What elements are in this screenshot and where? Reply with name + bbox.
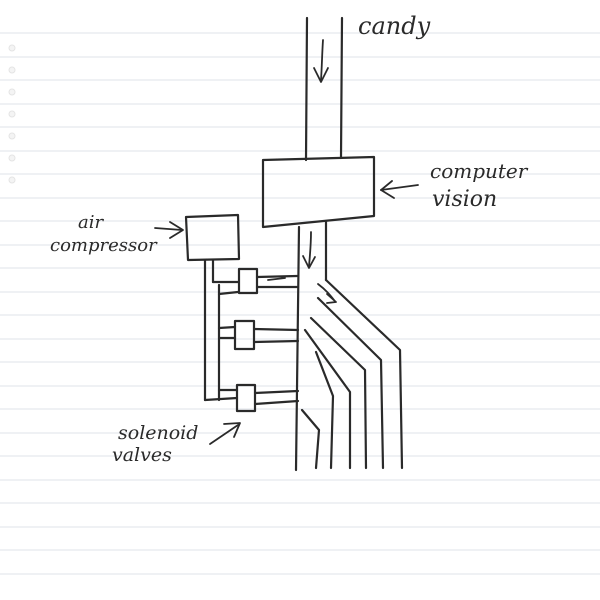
main-tube [294, 220, 328, 472]
solenoid-valve-1 [237, 267, 259, 295]
computer-vision-arrow [380, 180, 419, 199]
label-air-compressor-line1: air [78, 212, 104, 233]
solenoid-valve-2 [233, 319, 256, 351]
air-compressor-box [184, 213, 241, 262]
solenoid-valves-arrow [209, 422, 241, 445]
air-compressor-arrow [154, 221, 184, 239]
ruled-lines [0, 32, 600, 575]
sorting-chutes [300, 278, 404, 470]
computer-vision-box [261, 155, 376, 229]
air-nozzles [252, 274, 300, 406]
candy-input-chute [304, 16, 344, 162]
label-solenoid-valves-line1: solenoid [118, 422, 198, 444]
air-supply-lines [203, 258, 240, 402]
label-solenoid-valves-line2: valves [112, 444, 172, 466]
label-air-compressor-line2: compressor [50, 235, 158, 256]
label-candy: candy [358, 12, 431, 40]
solenoid-valve-3 [235, 383, 257, 413]
label-computer-vision-line1: computer [430, 159, 529, 183]
margin-perforations [8, 44, 16, 184]
label-computer-vision-line2: vision [432, 187, 497, 212]
solenoid-valves [233, 267, 259, 413]
